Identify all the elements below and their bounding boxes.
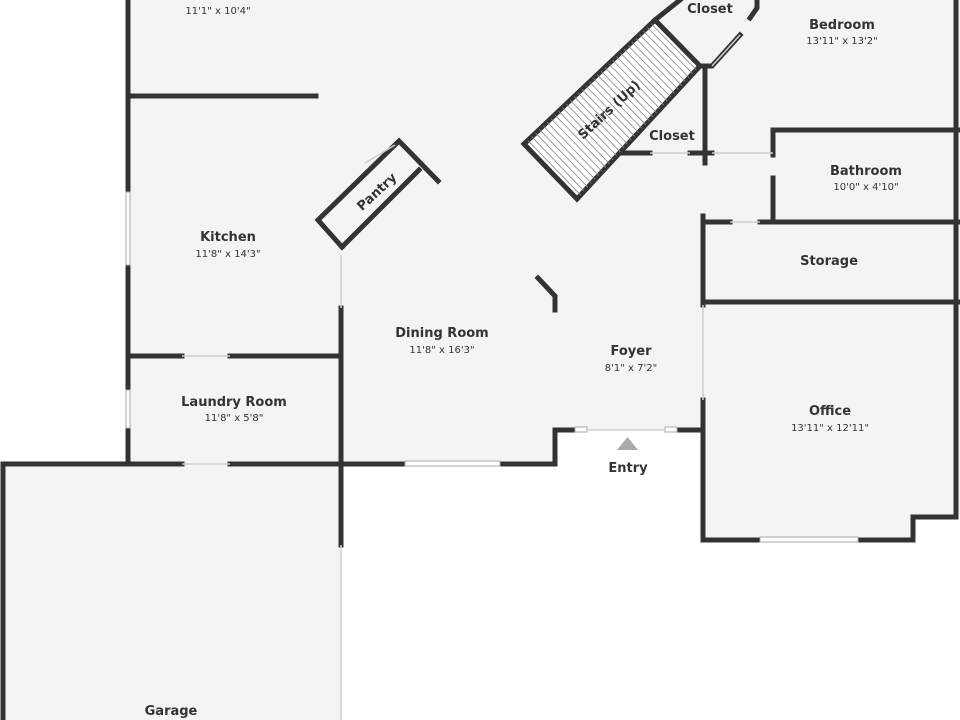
stair-tread	[585, 85, 636, 137]
dining-room-dims: 11'8" x 16'3"	[409, 345, 474, 356]
window	[574, 426, 588, 433]
kitchen-label: Kitchen	[200, 230, 256, 245]
windows	[125, 191, 859, 543]
stair-tread	[604, 67, 654, 118]
stair-treads	[527, 23, 697, 196]
stair-tread	[581, 89, 632, 141]
door-gaps	[182, 34, 773, 720]
door-gap	[711, 34, 741, 67]
bedroom-dims: 13'11" x 13'2"	[806, 36, 878, 47]
stair-tread	[546, 121, 599, 176]
window	[125, 191, 131, 266]
top-room-dims: 11'1" x 10'4"	[185, 6, 250, 17]
stair-tread	[531, 136, 585, 192]
laundry-room-label: Laundry Room	[181, 395, 287, 410]
stair-tread	[542, 125, 596, 180]
stair-tread	[535, 132, 589, 188]
stair-tread	[643, 30, 690, 79]
storage-label: Storage	[800, 254, 858, 269]
closet-top-label: Closet	[687, 2, 733, 17]
window	[759, 536, 859, 543]
kitchen-dims: 11'8" x 14'3"	[195, 249, 260, 260]
stair-tread	[627, 45, 675, 94]
stair-tread	[558, 110, 610, 165]
office-dims: 13'11" x 12'11"	[791, 423, 869, 434]
stair-tread	[612, 59, 661, 110]
main-floor	[5, 0, 960, 720]
garage-label: Garage	[145, 704, 198, 719]
stair-tread	[620, 52, 668, 102]
foyer-label: Foyer	[611, 344, 653, 359]
wall	[746, 0, 760, 22]
wall	[314, 137, 442, 251]
bathroom-label: Bathroom	[830, 164, 902, 179]
stair-tread	[596, 74, 647, 125]
entry-arrow-icon	[617, 437, 638, 450]
stair-tread	[635, 37, 683, 86]
stair-tread	[539, 129, 592, 184]
dining-room-label: Dining Room	[395, 326, 488, 341]
stair-tread	[569, 99, 621, 153]
stair-tread	[631, 41, 679, 90]
foyer-dims: 8'1" x 7'2"	[605, 363, 657, 374]
wall	[534, 274, 558, 313]
stair-tread	[623, 48, 672, 98]
closet-mid-label: Closet	[649, 129, 695, 144]
entry-label: Entry	[608, 461, 648, 476]
stair-tread	[562, 107, 614, 161]
laundry-room-dims: 11'8" x 5'8"	[205, 413, 264, 424]
wall	[338, 166, 423, 251]
stair-tread	[573, 96, 625, 149]
stair-tread	[647, 27, 694, 75]
stair-tread	[589, 81, 639, 133]
stair-tread	[550, 118, 603, 172]
stair-tread	[577, 92, 628, 145]
stair-tread	[593, 78, 643, 129]
window	[125, 389, 131, 429]
bathroom-dims: 10'0" x 4'10"	[833, 182, 898, 193]
bedroom-label: Bedroom	[809, 18, 875, 33]
stair-tread	[554, 114, 607, 168]
wall	[651, 0, 684, 24]
floor-fills	[5, 0, 960, 720]
office-label: Office	[809, 404, 851, 419]
door-gap	[364, 144, 396, 164]
stair-tread	[616, 56, 665, 106]
stair-tread	[566, 103, 618, 157]
window	[404, 460, 501, 467]
wall	[910, 299, 959, 543]
stair-tread	[639, 34, 686, 82]
stair-tread	[608, 63, 657, 114]
stair-tread	[650, 23, 697, 71]
window	[664, 426, 678, 433]
stair-tread	[600, 70, 650, 122]
stair-tread	[527, 140, 581, 196]
